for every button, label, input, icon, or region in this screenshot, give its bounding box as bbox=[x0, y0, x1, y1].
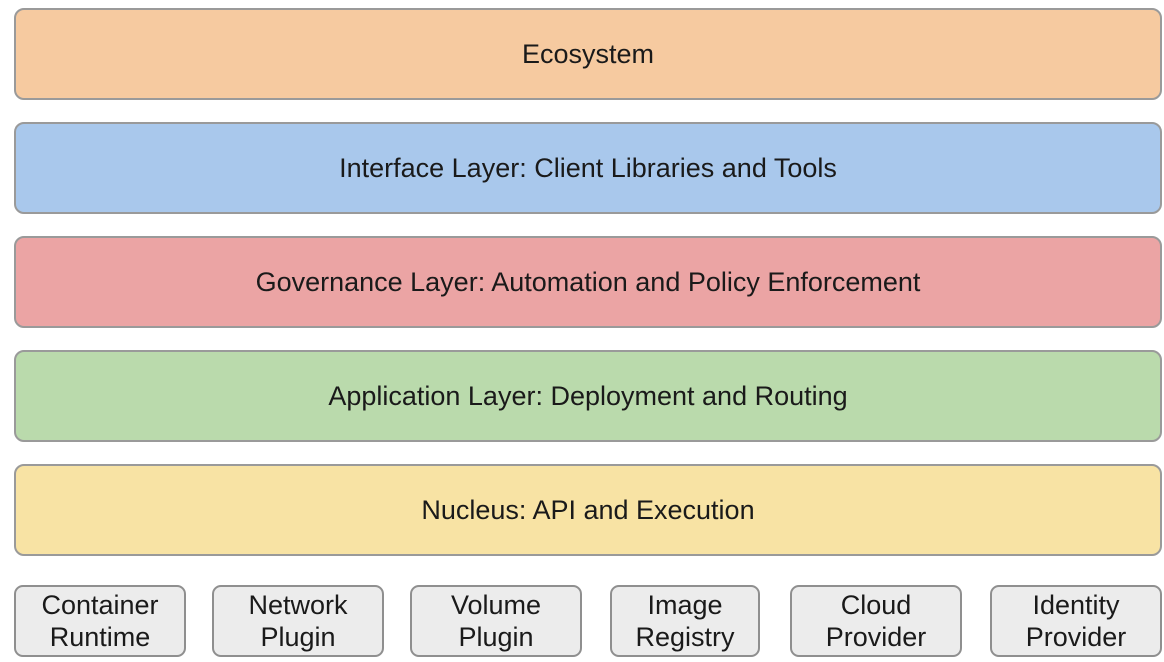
plugin-label-line2: Provider bbox=[1025, 622, 1127, 652]
plugin-network: Network Plugin bbox=[212, 585, 384, 657]
plugin-label-line2: Plugin bbox=[260, 622, 336, 652]
layer-label: Governance Layer: Automation and Policy … bbox=[255, 266, 921, 297]
plugin-identity-provider: Identity Provider bbox=[990, 585, 1162, 657]
layer-label: Interface Layer: Client Libraries and To… bbox=[339, 152, 837, 183]
plugin-cloud-provider: Cloud Provider bbox=[790, 585, 962, 657]
layer-ecosystem: Ecosystem bbox=[14, 8, 1162, 100]
plugin-label-line1: Identity bbox=[1032, 590, 1120, 620]
plugin-label-line2: Registry bbox=[635, 622, 735, 652]
layer-interface: Interface Layer: Client Libraries and To… bbox=[14, 122, 1162, 214]
layer-application: Application Layer: Deployment and Routin… bbox=[14, 350, 1162, 442]
plugin-label-line1: Image bbox=[647, 590, 723, 620]
plugin-row: Container Runtime Network Plugin Volume … bbox=[14, 585, 1162, 659]
plugin-label-line1: Container bbox=[41, 590, 159, 620]
layer-governance: Governance Layer: Automation and Policy … bbox=[14, 236, 1162, 328]
layer-nucleus: Nucleus: API and Execution bbox=[14, 464, 1162, 556]
plugin-volume: Volume Plugin bbox=[410, 585, 582, 657]
plugin-label-line1: Cloud bbox=[840, 590, 912, 620]
plugin-label-line1: Volume bbox=[450, 590, 542, 620]
layer-label: Ecosystem bbox=[521, 38, 655, 69]
layer-label: Nucleus: API and Execution bbox=[421, 494, 755, 525]
plugin-label-line2: Runtime bbox=[49, 622, 151, 652]
layer-label: Application Layer: Deployment and Routin… bbox=[328, 380, 848, 411]
plugin-label-line2: Provider bbox=[825, 622, 927, 652]
plugin-container-runtime: Container Runtime bbox=[14, 585, 186, 657]
plugin-image-registry: Image Registry bbox=[610, 585, 760, 657]
plugin-label-line1: Network bbox=[248, 590, 348, 620]
plugin-label-line2: Plugin bbox=[458, 622, 534, 652]
